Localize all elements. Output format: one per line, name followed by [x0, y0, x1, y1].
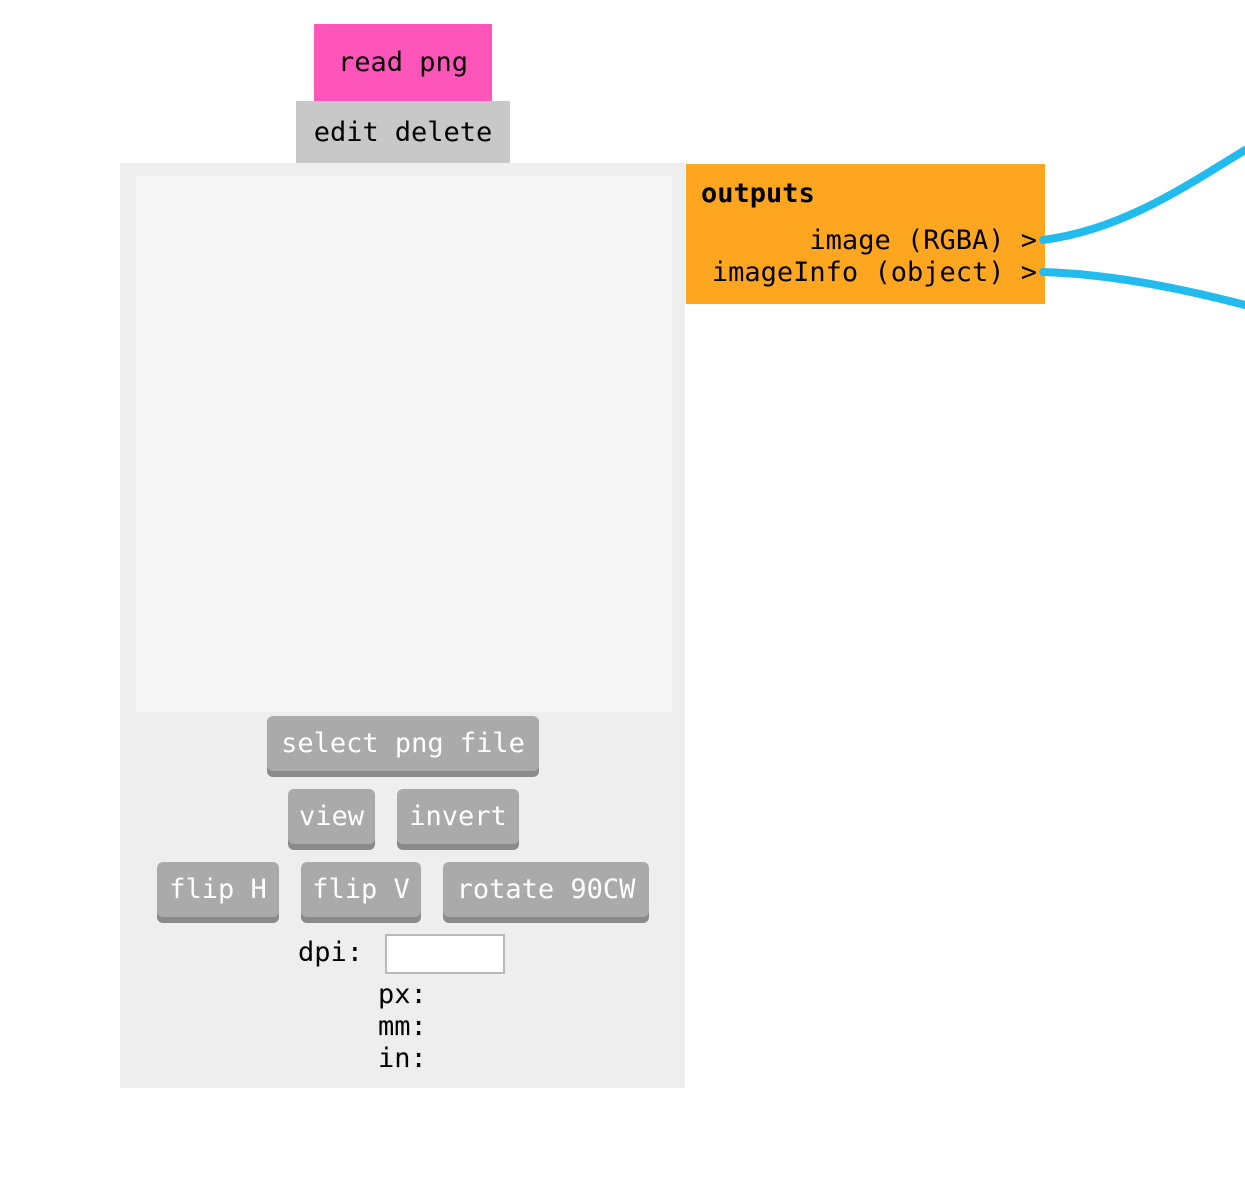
flip-v-button[interactable]: flip V	[301, 862, 421, 917]
wire-image-output[interactable]	[1039, 146, 1245, 244]
dpi-label: dpi:	[298, 937, 364, 968]
invert-button[interactable]: invert	[397, 789, 519, 844]
module-actions-bar: edit delete	[296, 101, 510, 163]
wire-imageinfo-output[interactable]	[1039, 268, 1245, 309]
edit-button[interactable]: edit	[313, 116, 379, 148]
select-png-file-button[interactable]: select png file	[267, 716, 539, 771]
rotate-90cw-button[interactable]: rotate 90CW	[443, 862, 649, 917]
in-label: in:	[378, 1043, 427, 1074]
view-button[interactable]: view	[288, 789, 375, 844]
image-preview-canvas	[136, 176, 672, 712]
module-title[interactable]: read png	[314, 24, 492, 101]
outputs-title: outputs	[701, 178, 815, 209]
dpi-input[interactable]	[385, 934, 505, 974]
output-port-image[interactable]: image (RGBA) >	[809, 225, 1037, 256]
module-title-label: read png	[337, 47, 469, 78]
flip-h-button[interactable]: flip H	[157, 862, 279, 917]
delete-button[interactable]: delete	[394, 116, 493, 148]
output-port-imageinfo[interactable]: imageInfo (object) >	[711, 257, 1037, 288]
px-label: px:	[378, 979, 427, 1010]
mm-label: mm:	[378, 1011, 427, 1042]
outputs-panel	[686, 164, 1045, 304]
